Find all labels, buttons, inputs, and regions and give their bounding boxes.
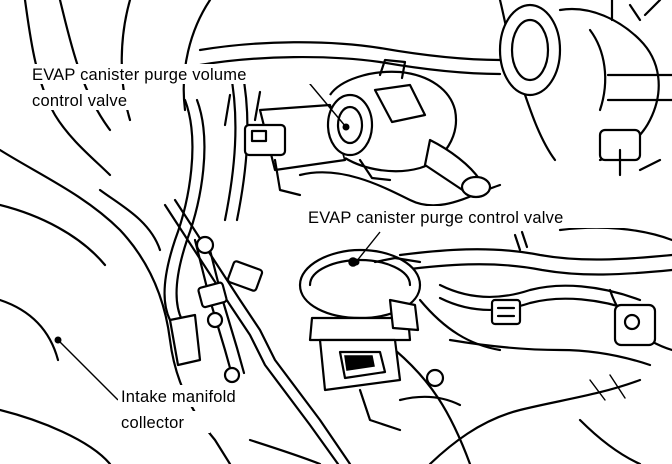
label-purge-volume-line1: EVAP canister purge volume [32, 66, 247, 84]
throttle-cable-linkage [163, 198, 352, 464]
upper-right-component [498, 0, 672, 177]
hoses [163, 41, 672, 322]
label-purge-control-line1: EVAP canister purge control valve [308, 209, 563, 227]
label-purge-volume-line2: control valve [32, 92, 127, 110]
label-intake-line2: collector [121, 414, 185, 432]
purge-control-valve [298, 248, 445, 432]
label-purge-volume-control-valve: EVAP canister purge volume control valve [30, 64, 314, 110]
purge-volume-control-valve [223, 58, 492, 199]
hose-clip [490, 230, 657, 347]
label-purge-control-valve: EVAP canister purge control valve [306, 206, 646, 228]
label-intake-line1: Intake manifold [121, 388, 236, 406]
callout-leaders [54, 77, 381, 401]
lower-contours [398, 226, 672, 407]
label-intake-manifold-collector: Intake manifold collector [118, 385, 252, 433]
